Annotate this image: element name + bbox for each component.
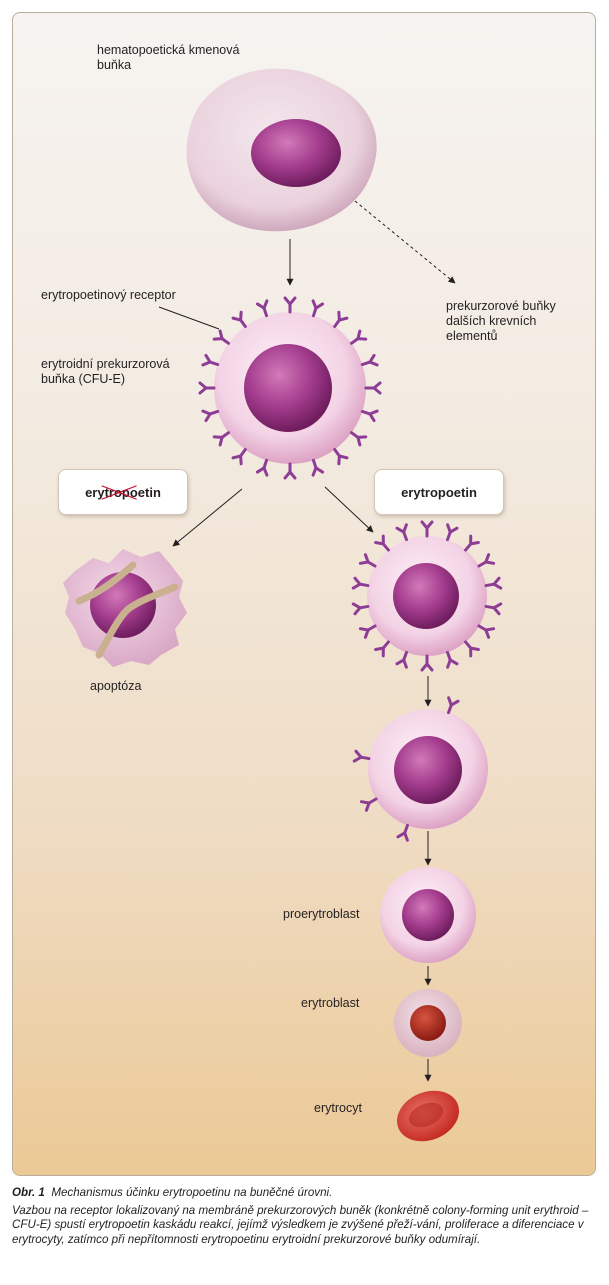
receptor-icon	[351, 576, 371, 593]
figure-caption: Obr. 1 Mechanismus účinku erytropoetinu …	[12, 1186, 598, 1247]
erythropoiesis-diagram	[63, 68, 503, 1142]
stem-cell-nucleus	[251, 119, 341, 187]
receptor-icon	[460, 637, 480, 658]
epo-absent-prefix: eryt	[85, 484, 109, 500]
box-epo-present: erytropoetin	[375, 470, 503, 514]
label-other-precursors: prekurzorové buňky dalších krevních elem…	[446, 299, 556, 343]
stimulated-cell	[351, 520, 503, 672]
label-receptor: erytropoetinový receptor	[41, 288, 176, 302]
arrow-stem-to-other	[354, 200, 456, 284]
precursor-nucleus	[244, 344, 332, 432]
label-erythroblast: erytroblast	[301, 996, 360, 1010]
apoptotic-cell	[63, 549, 187, 667]
apoptotic-nucleus	[90, 572, 156, 638]
proerythroblast-cell	[380, 867, 476, 963]
receptor-icon	[352, 749, 372, 766]
receptor-icon	[255, 299, 273, 319]
stimulated-nucleus	[393, 563, 459, 629]
receptor-icon	[483, 599, 503, 616]
epo-absent-suffix: tin	[145, 484, 161, 500]
receptor-icon	[201, 405, 221, 423]
caption-head: Obr. 1 Mechanismus účinku erytropoetinu …	[12, 1186, 598, 1200]
maturing-cell	[352, 696, 488, 842]
precursor-cell	[198, 296, 382, 480]
receptor-icon	[420, 520, 434, 538]
epo-absent-crossed: ropoe	[108, 484, 146, 500]
label-apoptosis: apoptóza	[90, 679, 142, 693]
erythrocyte-cell	[396, 1090, 460, 1142]
receptor-icon	[359, 353, 379, 371]
box-epo-absent: erytropoetin	[59, 470, 187, 514]
receptor-icon	[283, 296, 297, 314]
receptor-icon	[483, 576, 503, 593]
receptor-icon	[359, 405, 379, 423]
receptor-pointer-line	[158, 306, 220, 330]
receptor-icon	[460, 534, 480, 555]
receptor-icon	[283, 462, 297, 480]
caption-title: Mechanismus účinku erytropoetinu na buně…	[51, 1186, 333, 1199]
figure-panel: hematopoetická kmenová buňka erytropoeti…	[12, 12, 596, 1176]
receptor-icon	[255, 457, 273, 477]
epo-absent-word: erytropoetin	[85, 485, 161, 500]
caption-body: Vazbou na receptor lokalizovaný na membr…	[12, 1204, 589, 1246]
label-precursor: erytroidní prekurzorová buňka (CFU-E)	[41, 357, 170, 386]
receptor-icon	[307, 457, 325, 477]
proerythroblast-nucleus	[402, 889, 454, 941]
label-erythrocyte: erytrocyt	[314, 1101, 362, 1115]
label-proerythroblast: proerytroblast	[283, 907, 360, 921]
erythroblast-nucleus	[410, 1005, 446, 1041]
erythroblast-cell	[394, 989, 462, 1057]
caption-figure-no: Obr. 1	[12, 1186, 45, 1199]
label-stem-cell: hematopoetická kmenová buňka	[97, 43, 240, 72]
receptor-icon	[201, 353, 221, 371]
stem-cell	[186, 68, 377, 232]
arrow-to-stimulated	[324, 486, 374, 533]
receptor-icon	[351, 599, 371, 616]
receptor-icon	[307, 299, 325, 319]
receptor-icon	[374, 534, 394, 555]
maturing-nucleus	[394, 736, 462, 804]
arrow-to-apoptosis	[172, 488, 243, 547]
receptor-icon	[420, 654, 434, 672]
receptor-icon	[374, 637, 394, 658]
receptor-icon	[198, 381, 216, 395]
receptor-icon	[364, 381, 382, 395]
